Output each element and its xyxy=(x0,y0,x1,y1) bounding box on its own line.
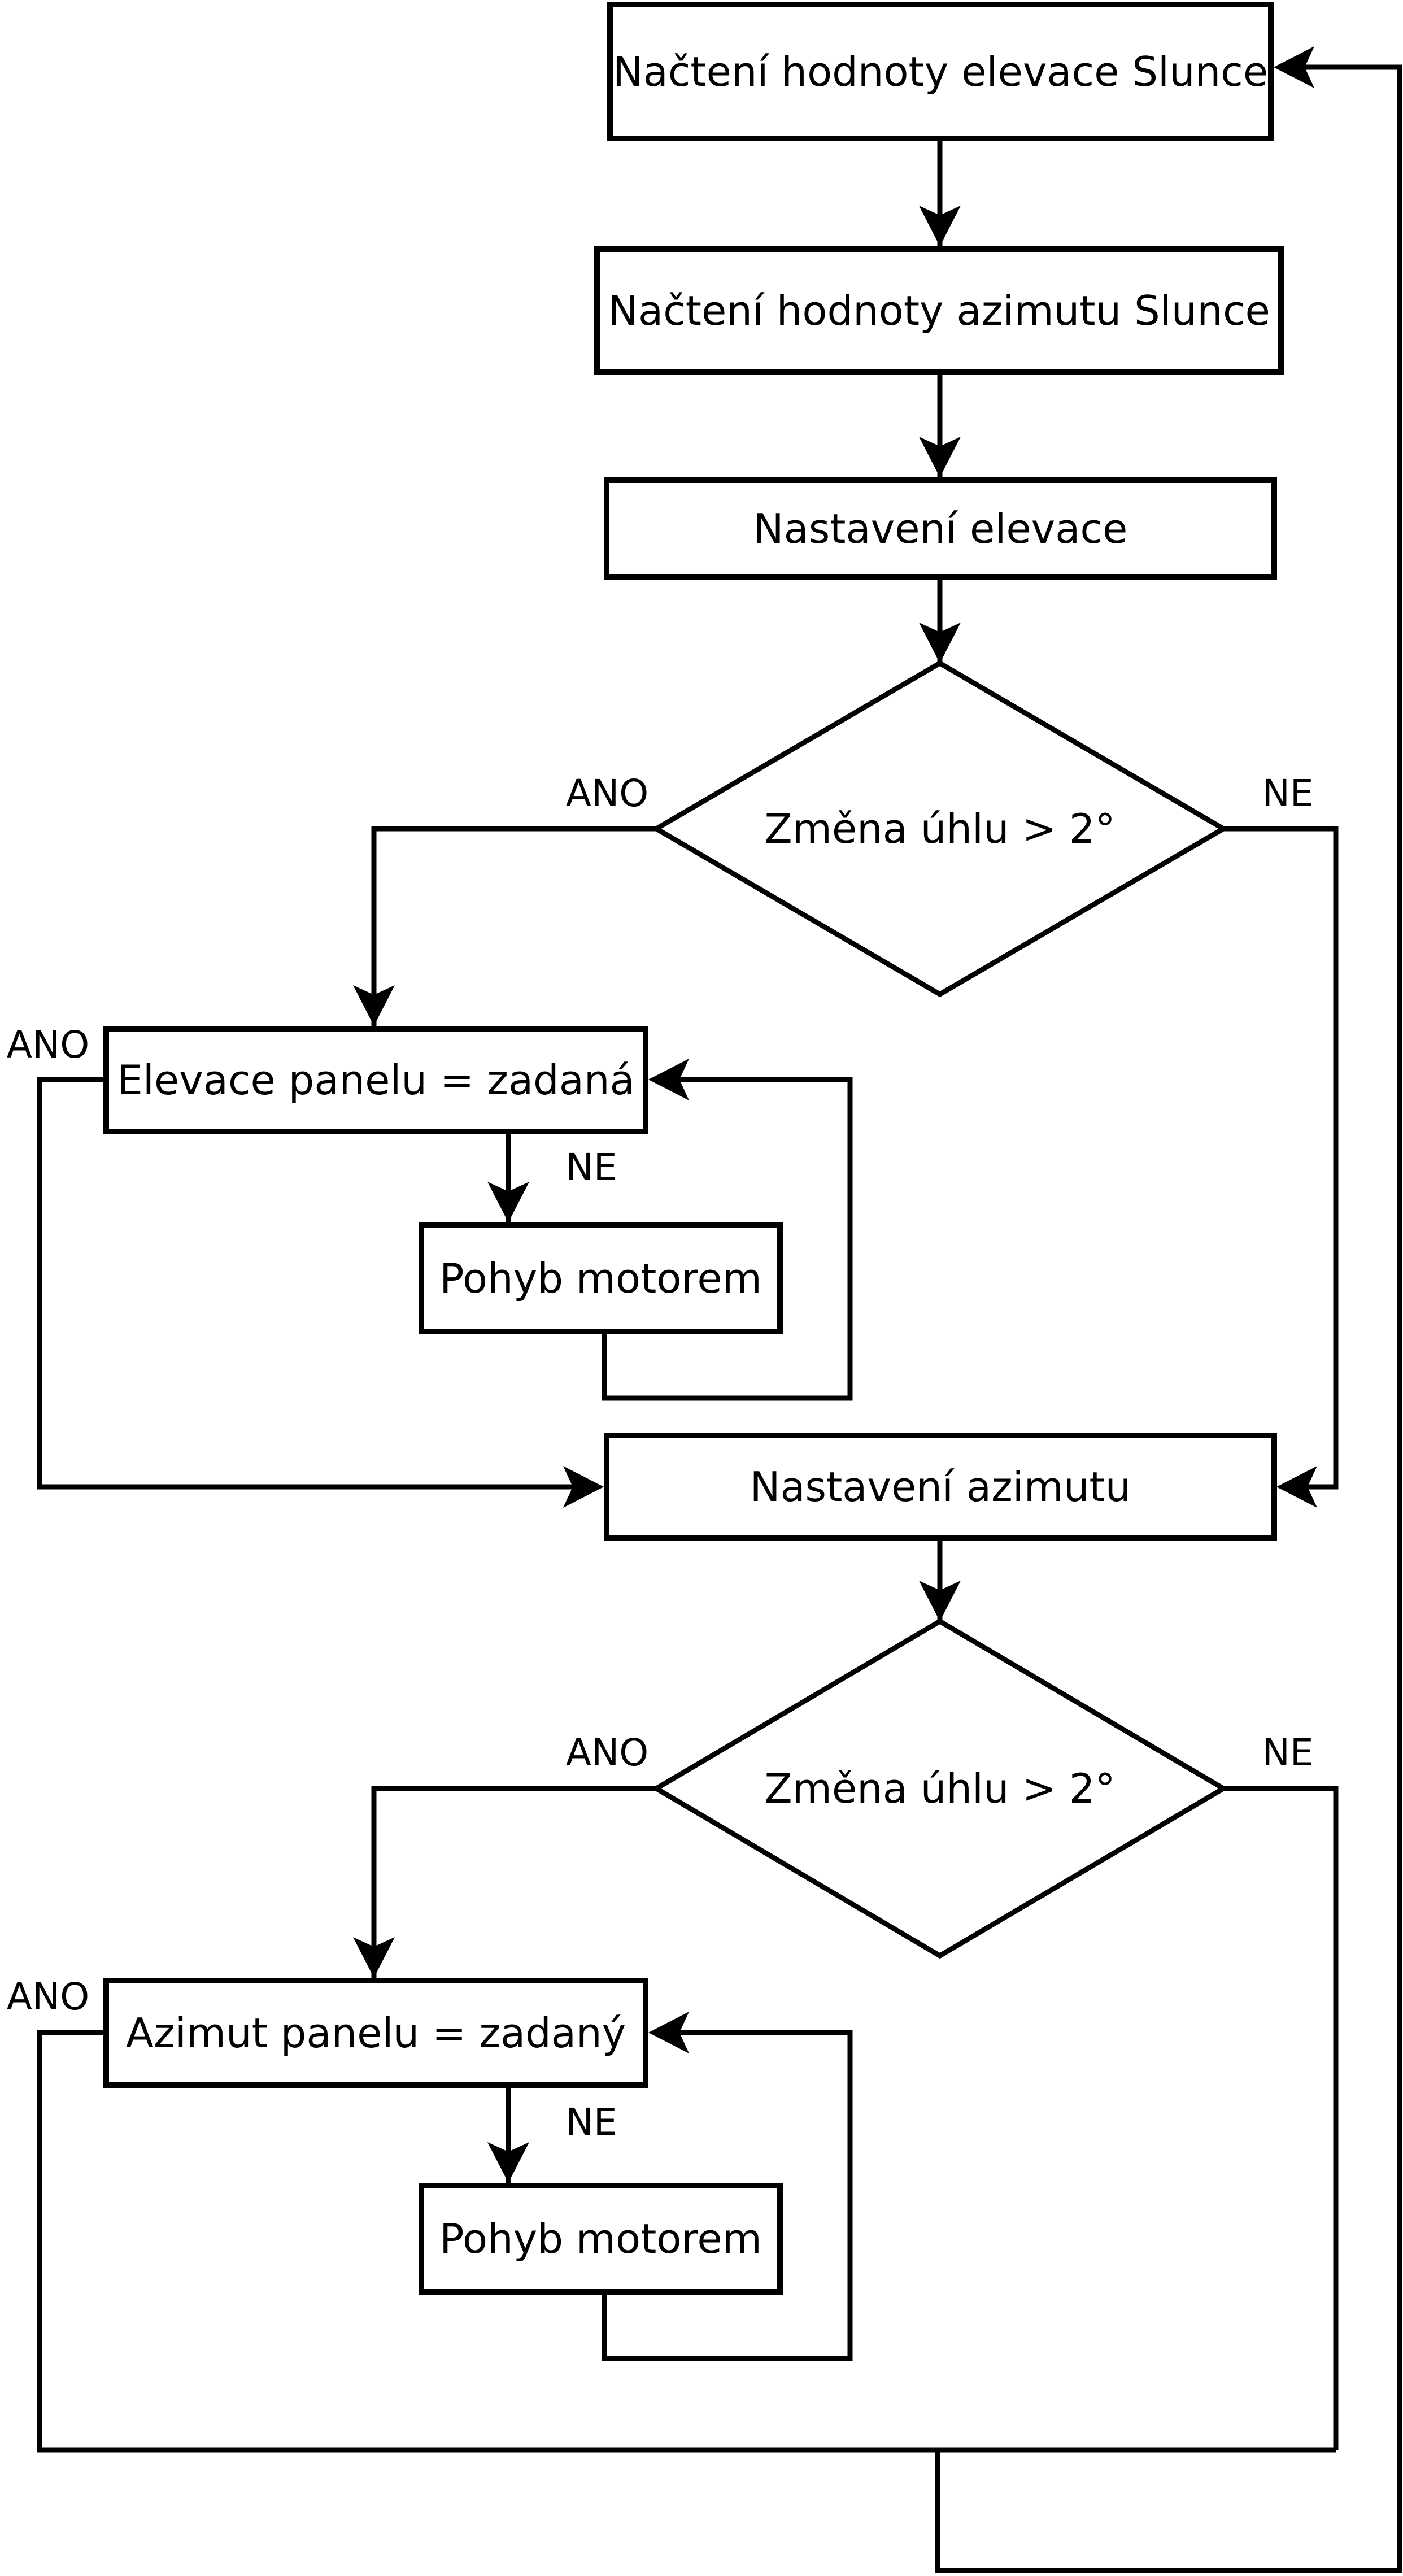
edge-return-to-start xyxy=(935,64,1402,2573)
edge-label-azimuth-equal-ne: NE xyxy=(565,2100,617,2144)
arrowhead-into-set-azimuth-left xyxy=(563,1466,604,1508)
edge-azimuth-decision-ne-branch xyxy=(1223,1786,1339,2450)
arrowhead-into-azimuth-motor xyxy=(487,2142,529,2183)
node-azimuth-equal-label: Azimut panelu = zadaný xyxy=(125,2009,626,2057)
node-read-azimuth-label: Načtení hodnoty azimutu Slunce xyxy=(608,286,1270,334)
arrowhead-into-read-azimuth xyxy=(919,206,961,246)
node-elevation-equal-label: Elevace panelu = zadaná xyxy=(117,1056,635,1104)
node-azimuth-motor-label: Pohyb motorem xyxy=(439,2215,762,2262)
node-set-azimuth: Nastavení azimutu xyxy=(604,1433,1277,1541)
arrowhead-into-decision-elevation xyxy=(919,623,961,663)
node-set-elevation: Nastavení elevace xyxy=(604,477,1277,580)
edge-azimuth-decision-ano-branch xyxy=(371,1786,656,1978)
arrowhead-into-azimuth-equal-top xyxy=(353,1937,395,1978)
edge-label-elevation-decision-ne: NE xyxy=(1262,772,1314,815)
arrowhead-into-elevation-equal-right xyxy=(648,1059,689,1100)
node-set-azimuth-label: Nastavení azimutu xyxy=(750,1463,1131,1511)
node-read-elevation: Načtení hodnoty elevace Slunce xyxy=(607,2,1274,141)
edge-elevation-motor-loop xyxy=(602,1077,853,1401)
arrowhead-into-decision-azimuth xyxy=(919,1581,961,1621)
arrowhead-into-elevation-equal-top xyxy=(353,985,395,1026)
node-decision-elevation-label: Změna úhlu > 2° xyxy=(764,805,1116,852)
decision-azimuth-shape xyxy=(651,1618,1228,1959)
arrowhead-into-elevation-motor xyxy=(487,1182,529,1222)
node-read-elevation-label: Načtení hodnoty elevace Slunce xyxy=(612,47,1269,95)
edge-label-elevation-decision-ano: ANO xyxy=(565,772,649,815)
node-decision-azimuth-label: Změna úhlu > 2° xyxy=(764,1765,1116,1812)
node-set-elevation-label: Nastavení elevace xyxy=(753,504,1128,552)
decision-elevation-shape xyxy=(651,660,1228,998)
arrowhead-into-azimuth-equal-right xyxy=(648,2012,689,2053)
edge-azimuth-motor-loop xyxy=(602,2030,853,2361)
edge-elevation-decision-ano-branch xyxy=(371,826,656,1026)
node-elevation-equal: Elevace panelu = zadaná xyxy=(103,1026,648,1134)
arrowhead-into-set-azimuth-right xyxy=(1276,1466,1317,1508)
edge-label-azimuth-decision-ne: NE xyxy=(1262,1731,1314,1774)
edge-label-azimuth-decision-ano: ANO xyxy=(565,1731,649,1774)
edge-label-azimuth-equal-ano: ANO xyxy=(6,1975,90,2018)
edge-elevation-decision-ne-branch xyxy=(1223,826,1339,1490)
node-elevation-motor: Pohyb motorem xyxy=(419,1222,783,1334)
node-read-azimuth: Načtení hodnoty azimutu Slunce xyxy=(594,246,1284,375)
edge-label-elevation-equal-ne: NE xyxy=(565,1146,617,1189)
node-elevation-motor-label: Pohyb motorem xyxy=(439,1255,762,1302)
edge-label-elevation-equal-ano: ANO xyxy=(6,1023,90,1067)
arrowhead-into-set-elevation xyxy=(919,437,961,477)
node-azimuth-equal: Azimut panelu = zadaný xyxy=(103,1978,648,2088)
edge-azimuth-ano-loop xyxy=(37,2030,1336,2453)
edge-elevation-ano-loop-to-set-azimuth xyxy=(37,1077,598,1490)
node-azimuth-motor: Pohyb motorem xyxy=(419,2183,783,2295)
arrowhead-into-read-elevation-right xyxy=(1274,46,1314,88)
